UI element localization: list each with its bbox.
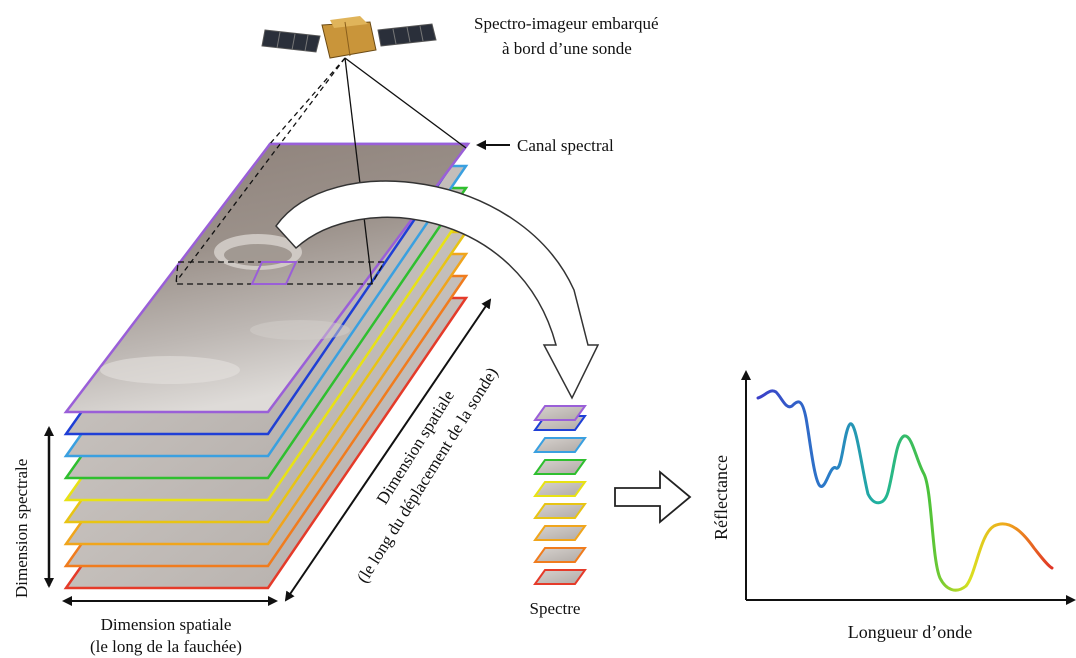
x-axis-label: Longueur d’onde (848, 622, 972, 642)
instrument-label-line2: à bord d’une sonde (502, 39, 632, 58)
satellite-icon (261, 16, 437, 59)
spectrum-stack (533, 405, 587, 585)
dim-spectral-label: Dimension spectrale (12, 459, 31, 598)
projection-lines (175, 57, 467, 285)
right-arrow-icon (614, 470, 692, 524)
instrument-label-line1: Spectro-imageur embarqué (474, 14, 659, 33)
spectrum-label: Spectre (530, 599, 581, 618)
reflectance-curve (756, 389, 1054, 592)
curved-arrow (275, 180, 600, 400)
channel-label: Canal spectral (517, 136, 614, 155)
along-track-arrow (284, 298, 492, 602)
y-axis-label: Réflectance (711, 455, 731, 540)
pixel-highlight (250, 261, 298, 285)
dim-swath-label-line1: Dimension spatiale (101, 615, 232, 634)
dim-swath-label-line2: (le long de la fauchée) (90, 637, 242, 656)
